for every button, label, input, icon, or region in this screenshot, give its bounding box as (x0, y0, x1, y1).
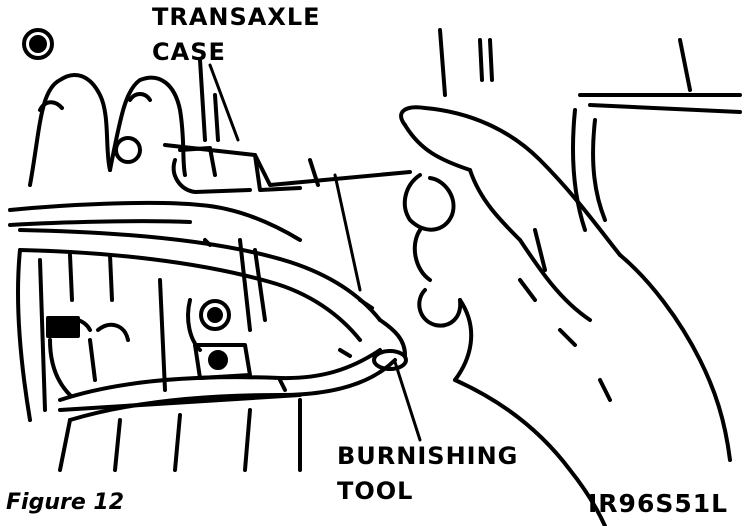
shaft-housing (8, 143, 412, 242)
background-structure (438, 28, 742, 232)
hand (399, 105, 732, 526)
figure-caption: Figure 12 (6, 490, 125, 515)
label-tool: TOOL (337, 477, 414, 505)
label-burnishing: BURNISHING (337, 442, 519, 470)
label-transaxle: TRANSAXLE (152, 3, 321, 31)
lower-case (46, 238, 302, 472)
label-case: CASE (152, 38, 226, 66)
burnishing-tool-shape (18, 228, 408, 422)
illustration-code: IR96S51L (588, 489, 729, 518)
leader-lines (208, 63, 422, 442)
bolt-head-top-left (22, 28, 54, 60)
